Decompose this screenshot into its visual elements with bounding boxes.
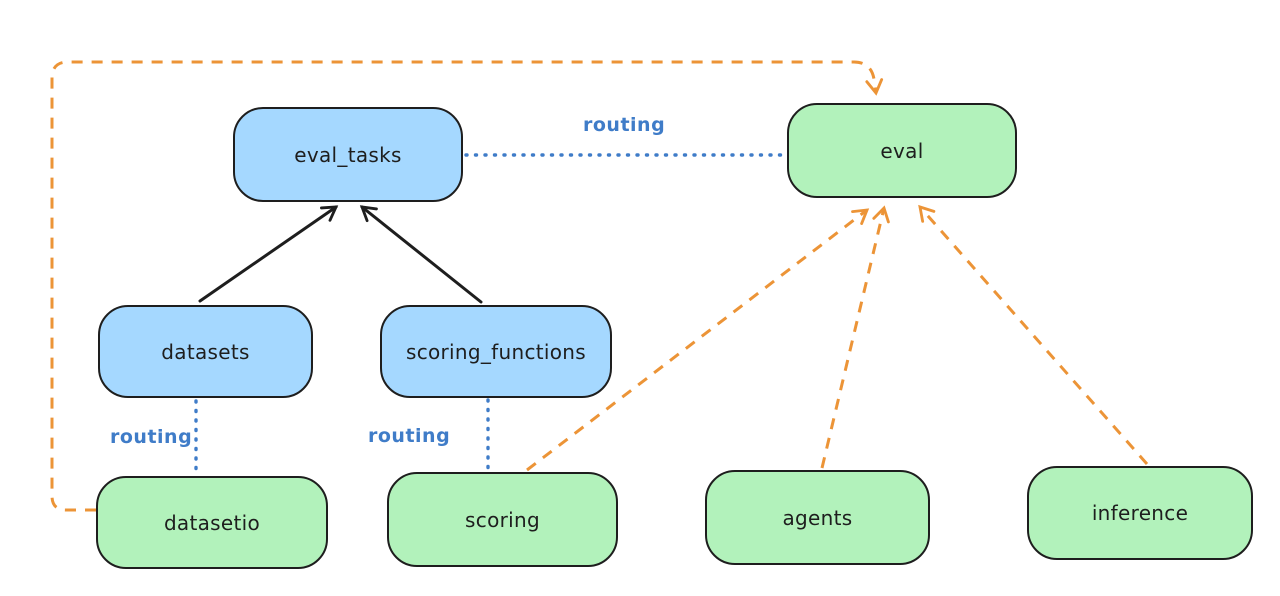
node-datasetio-label: datasetio	[163, 510, 261, 535]
edge-datasets-to-eval-tasks	[198, 205, 339, 303]
node-eval-label: eval	[880, 138, 924, 163]
edge-inference-to-eval	[918, 204, 1149, 465]
node-scoring: scoring	[387, 472, 618, 567]
node-agents: agents	[705, 470, 930, 565]
node-eval-tasks-label: eval_tasks	[294, 142, 402, 167]
node-agents-label: agents	[782, 505, 853, 530]
edge-datasetio-to-eval	[50, 60, 884, 512]
node-eval: eval	[787, 103, 1017, 198]
edge-label-routing-left: routing	[110, 426, 193, 448]
node-eval-tasks: eval_tasks	[233, 107, 463, 202]
edge-agents-to-eval	[820, 205, 890, 469]
node-datasetio: datasetio	[96, 476, 328, 569]
node-inference-label: inference	[1091, 501, 1189, 525]
edge-label-routing-mid: routing	[368, 425, 451, 447]
node-scoring-functions: scoring_functions	[380, 305, 612, 398]
node-inference: inference	[1027, 466, 1253, 560]
node-datasets: datasets	[98, 305, 313, 398]
node-datasets-label: datasets	[161, 339, 250, 364]
edge-scoring-functions-to-eval-tasks	[359, 205, 483, 304]
edge-label-routing-top: routing	[583, 114, 666, 136]
node-scoring-functions-label: scoring_functions	[405, 339, 587, 364]
node-scoring-label: scoring	[465, 507, 540, 532]
